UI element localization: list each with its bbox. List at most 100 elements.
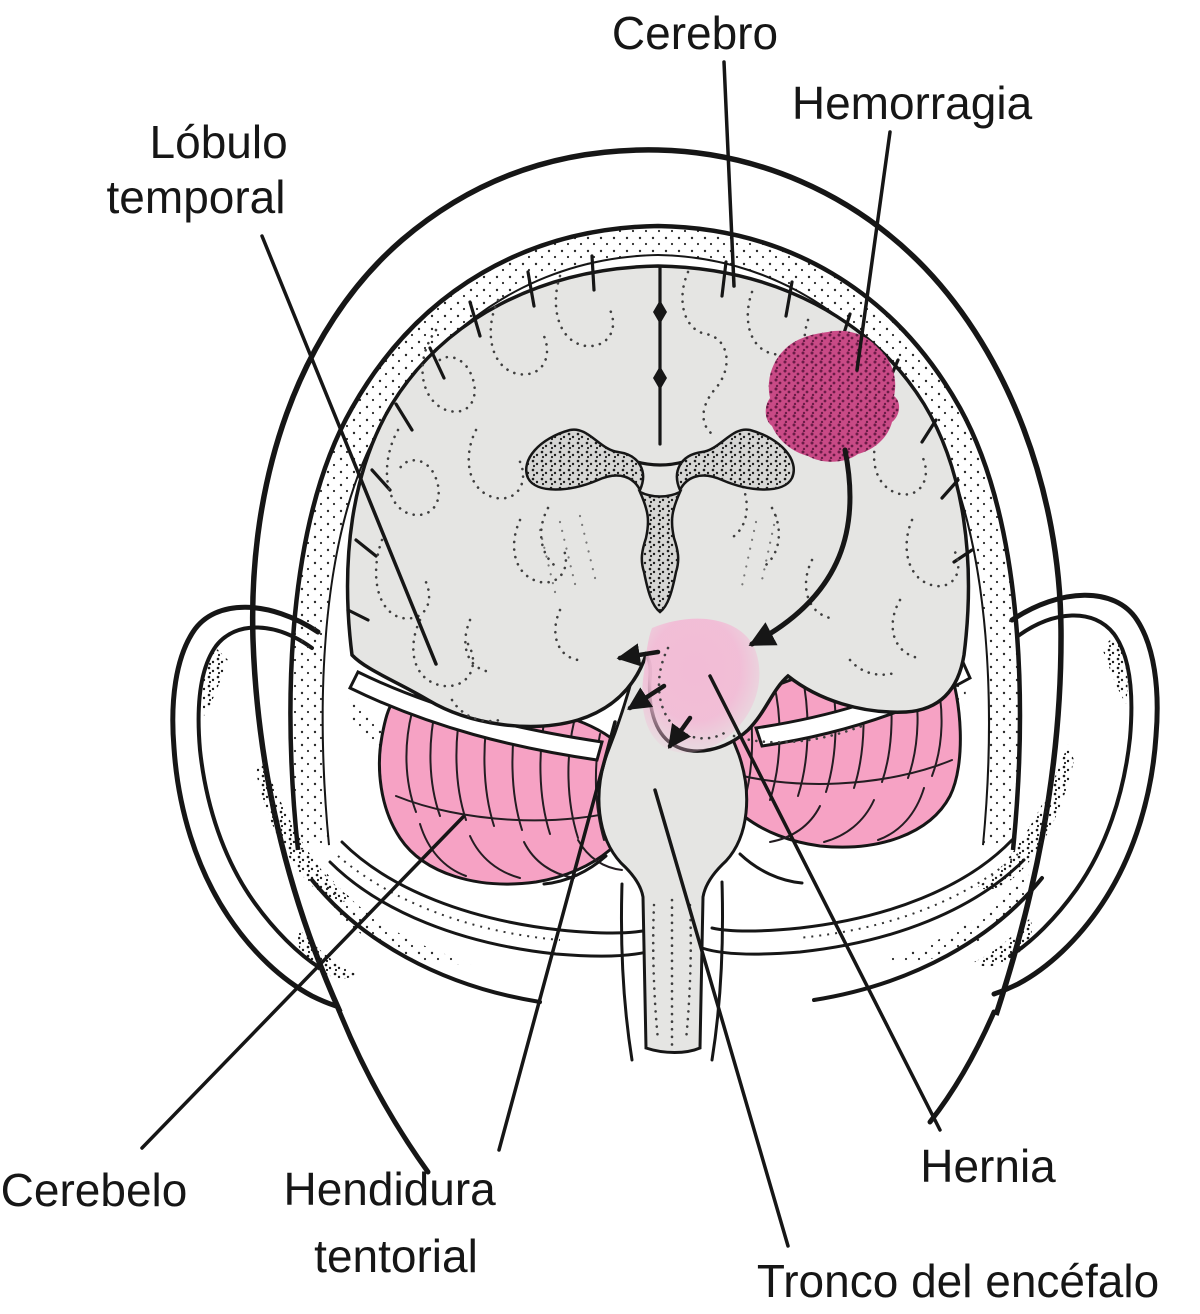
base-stipple-left xyxy=(324,872,476,966)
gyrus-line xyxy=(746,290,797,406)
shift-arrow-2 xyxy=(627,683,667,711)
shift-arrow-1 xyxy=(616,643,661,667)
ear-right-outline xyxy=(991,592,1160,997)
shift-arrow-3 xyxy=(667,715,693,749)
sulcus-wedge xyxy=(346,608,370,622)
folia-line xyxy=(769,805,821,843)
folia-line xyxy=(877,787,925,841)
sulcus-wedge xyxy=(394,402,414,432)
sulcus-wedge xyxy=(590,254,596,292)
label-hernia: Hernia xyxy=(920,1140,1056,1192)
cord-texture xyxy=(651,903,660,1042)
sulcus-wedge xyxy=(940,478,960,500)
ear-left-outline xyxy=(170,604,339,1009)
ventricle-echo xyxy=(760,506,781,570)
gyrus-line xyxy=(891,598,920,660)
ear-right xyxy=(974,592,1160,997)
ear-left xyxy=(170,604,356,1009)
pressure-arrow-curved xyxy=(748,447,853,647)
cord-sheath-right xyxy=(710,880,724,1062)
folia-line xyxy=(823,799,875,843)
ear-right-shadow-mid xyxy=(978,744,1074,890)
leader-hernia xyxy=(708,674,942,1132)
sulcus-wedge xyxy=(920,418,938,444)
jaw-line-left xyxy=(335,1005,431,1175)
leader-lobulo-temporal xyxy=(260,234,438,666)
label-lobulo-temporal: Lóbulo temporal xyxy=(107,116,301,223)
label-hendidura-tentorial: Hendidura tentorial xyxy=(283,1163,508,1282)
skull-outer-table xyxy=(288,223,1023,851)
gyrus-line xyxy=(412,618,475,688)
sulcus-wedge xyxy=(720,260,728,298)
folia-line xyxy=(469,835,521,879)
gyrus-line xyxy=(554,608,580,662)
labels: Cerebro Hemorragia Lóbulo temporal Cereb… xyxy=(1,7,1160,1307)
gyrus-line xyxy=(872,428,928,496)
leader-tronco-del-encefalo xyxy=(653,788,790,1248)
foramen-flare-right xyxy=(738,852,804,885)
label-cerebro: Cerebro xyxy=(612,7,778,59)
ear-left-helix xyxy=(196,625,322,970)
base-band-bottom-left xyxy=(328,860,656,958)
sulcus-wedge xyxy=(468,300,482,338)
leader-cerebro xyxy=(722,60,736,288)
cord-sheath-left xyxy=(620,882,634,1062)
ventricle-stipple xyxy=(640,492,680,612)
streak-line xyxy=(740,520,758,588)
foramen-flare-left xyxy=(542,854,608,886)
ventricle-stipple xyxy=(676,429,794,490)
folia-line xyxy=(523,841,575,879)
base-band-bottom-right xyxy=(700,858,1026,956)
sulcus-wedge xyxy=(526,270,536,308)
gyrus-line xyxy=(803,318,828,376)
gyrus-line xyxy=(554,274,615,348)
label-cerebelo: Cerebelo xyxy=(1,1164,188,1216)
gyrus-line xyxy=(804,558,832,620)
ear-right-helix xyxy=(1008,613,1134,958)
leader-lines xyxy=(140,60,942,1248)
ear-left-shadow-lobe xyxy=(298,930,356,979)
leader-cerebelo xyxy=(140,815,465,1150)
ear-left-shadow-top xyxy=(202,648,228,716)
sulcus-wedge xyxy=(370,468,392,492)
displacement-arrows xyxy=(616,447,853,749)
hemorrhage-stipple xyxy=(765,330,900,462)
folia-line xyxy=(419,823,467,877)
ear-left-shadow-mid xyxy=(256,756,352,902)
base-band-dots-left xyxy=(337,855,561,941)
streak-line xyxy=(760,514,778,582)
ear-right-shadow-top xyxy=(1102,636,1128,704)
base-stipple-right xyxy=(878,870,1030,964)
hemorrhage xyxy=(765,330,900,462)
gyrus-line xyxy=(905,518,960,588)
label-lobulo-line2: temporal xyxy=(107,171,286,223)
label-hendidura-line1: Hendidura xyxy=(283,1163,496,1215)
folia-line xyxy=(567,721,579,839)
gyrus-line xyxy=(385,428,440,517)
leader-hemorragia xyxy=(855,130,892,372)
hernia-contour-dotted xyxy=(657,646,728,740)
gyrus-line xyxy=(464,618,492,674)
sulcus-wedge xyxy=(354,538,378,558)
label-hendidura-line2: tentorial xyxy=(314,1230,478,1282)
midline-node xyxy=(653,366,667,390)
cord-texture xyxy=(684,903,693,1042)
label-hemorragia: Hemorragia xyxy=(792,77,1033,129)
gyrus-line xyxy=(681,270,728,436)
leader-hendidura-tentorial xyxy=(497,720,617,1152)
ventricle-echo xyxy=(539,506,560,570)
ear-right-shadow-lobe xyxy=(974,918,1032,967)
base-outer-right xyxy=(812,876,1044,1002)
sulcus-wedge xyxy=(428,346,446,380)
label-tronco-del-encefalo: Tronco del encéfalo xyxy=(757,1255,1159,1307)
ventricle-stipple xyxy=(526,429,644,490)
jaw-line-right xyxy=(927,1009,997,1125)
sulcus-wedge xyxy=(784,280,794,318)
gyrus-line xyxy=(467,428,525,500)
midline-node xyxy=(653,300,667,324)
base-band-top-right xyxy=(710,838,1014,933)
label-lobulo-line1: Lóbulo xyxy=(150,116,288,168)
base-outer-left xyxy=(310,878,542,1004)
